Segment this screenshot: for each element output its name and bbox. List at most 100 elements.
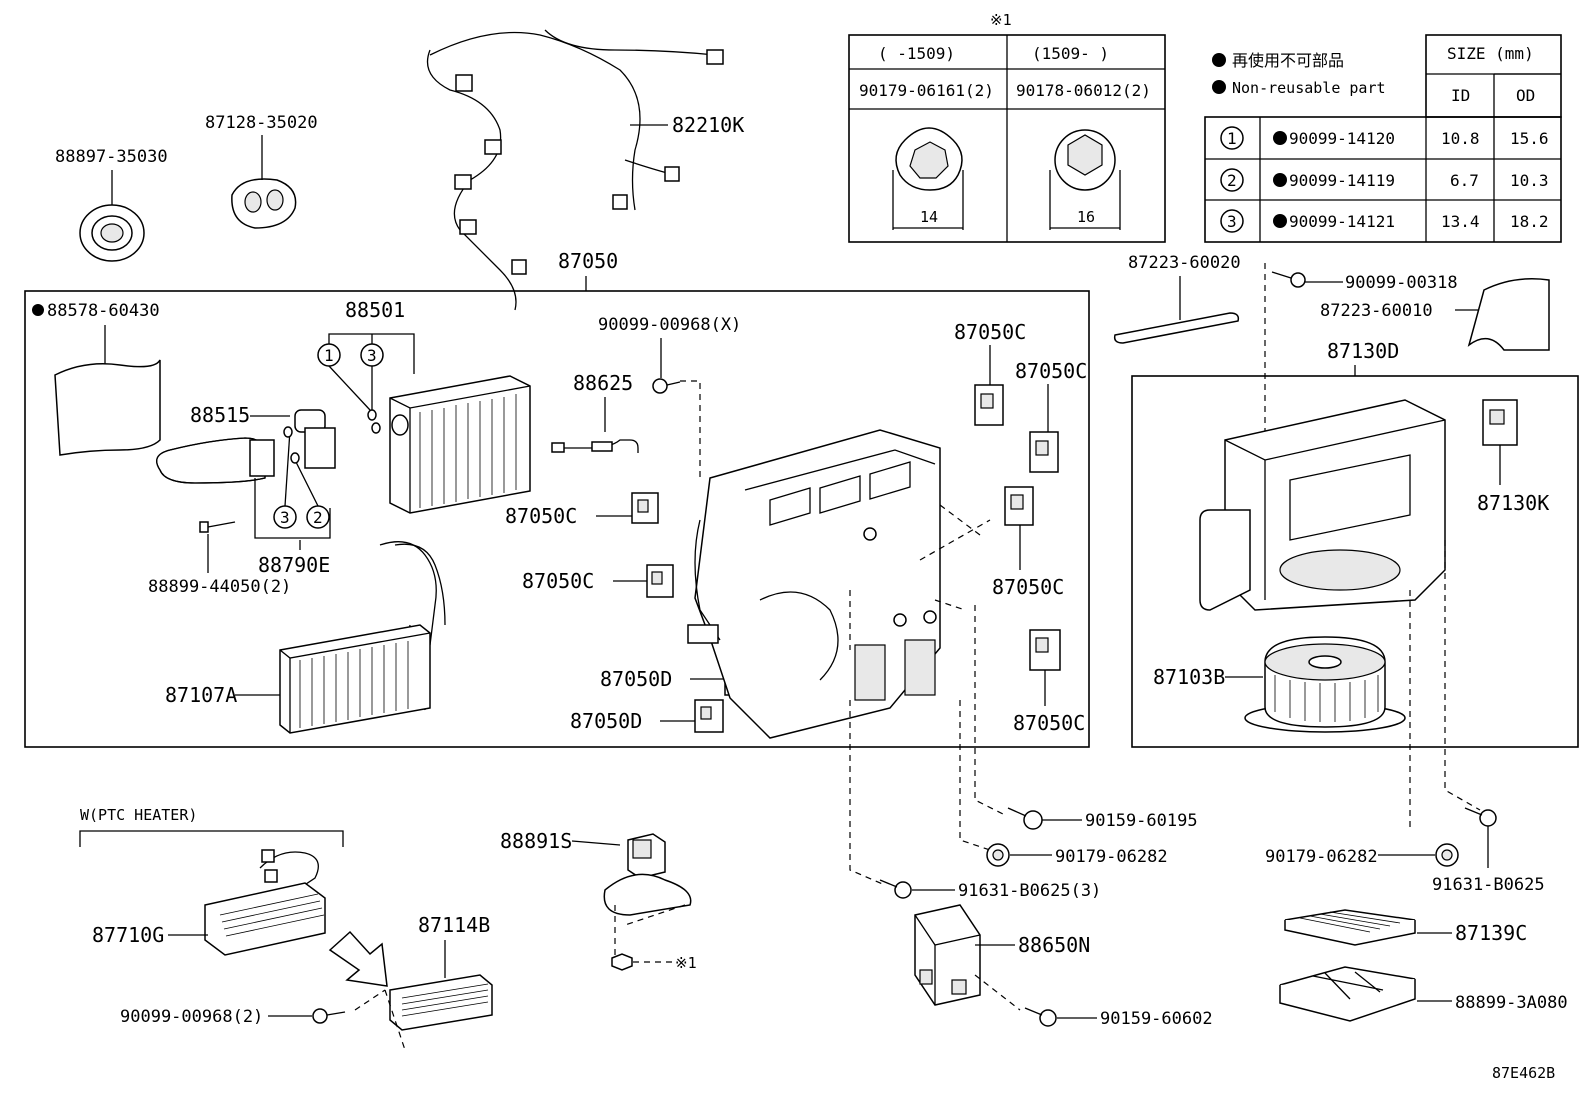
label-82210K[interactable]: 82210K bbox=[672, 113, 744, 137]
label-90159-60195[interactable]: 90159-60195 bbox=[1085, 811, 1198, 831]
label-87223-60020[interactable]: 87223-60020 bbox=[1128, 253, 1241, 273]
label-87050D-a[interactable]: 87050D bbox=[600, 667, 672, 691]
seal-87223-60020[interactable] bbox=[1113, 312, 1240, 344]
evaporator-88501[interactable] bbox=[389, 375, 531, 514]
label-87050C-e[interactable]: 87050C bbox=[992, 575, 1064, 599]
actuator-87130K[interactable] bbox=[1482, 399, 1518, 446]
seal-87223-60010[interactable] bbox=[1467, 278, 1550, 351]
size-row-2-no: 2 bbox=[1227, 171, 1237, 190]
blower-unit-87130D[interactable] bbox=[1199, 399, 1446, 611]
nut-col2-header: (1509- ) bbox=[1032, 44, 1109, 63]
label-90099-00968X[interactable]: 90099-00968(X) bbox=[598, 315, 741, 335]
nut-note-1[interactable] bbox=[611, 953, 633, 971]
label-87114B[interactable]: 87114B bbox=[418, 913, 490, 937]
label-88897[interactable]: 88897-35030 bbox=[55, 147, 168, 167]
actuator-87050C-e[interactable] bbox=[1004, 486, 1034, 526]
label-88501[interactable]: 88501 bbox=[345, 298, 405, 322]
screw-90159-60602[interactable] bbox=[1024, 1007, 1057, 1027]
id-header: ID bbox=[1451, 86, 1470, 105]
bolt-91631-B0625-3[interactable] bbox=[879, 879, 912, 899]
actuator-87050C-f[interactable] bbox=[1029, 629, 1061, 671]
nut-col2-part[interactable]: 90178-06012(2) bbox=[1016, 81, 1151, 100]
label-90179-06282-a[interactable]: 90179-06282 bbox=[1055, 847, 1168, 867]
ecu-88650N[interactable] bbox=[914, 904, 981, 1006]
label-87130K[interactable]: 87130K bbox=[1477, 491, 1549, 515]
label-91631-B0625[interactable]: 91631-B0625 bbox=[1432, 875, 1545, 895]
label-88515[interactable]: 88515 bbox=[190, 403, 250, 427]
actuator-87050C-c[interactable] bbox=[974, 384, 1004, 426]
screw-90099-00318[interactable] bbox=[1271, 271, 1306, 288]
filter-frame-88899-3A080[interactable] bbox=[1279, 966, 1416, 1022]
ptc-heater-87710G[interactable] bbox=[204, 849, 326, 956]
nut-col1-part[interactable]: 90179-06161(2) bbox=[859, 81, 994, 100]
label-87050C-d[interactable]: 87050C bbox=[1015, 359, 1087, 383]
size-row-3-part[interactable]: 90099-14121 bbox=[1289, 212, 1395, 231]
size-header: SIZE (mm) bbox=[1447, 44, 1534, 63]
label-87050C-f[interactable]: 87050C bbox=[1013, 711, 1085, 735]
size-row-1-part[interactable]: 90099-14120 bbox=[1289, 129, 1395, 148]
label-87050C-a[interactable]: 87050C bbox=[505, 504, 577, 528]
label-88578[interactable]: 88578-60430 bbox=[47, 301, 160, 321]
label-87050D-b[interactable]: 87050D bbox=[570, 709, 642, 733]
label-88650N[interactable]: 88650N bbox=[1018, 933, 1090, 957]
size-table bbox=[1204, 34, 1562, 243]
nut-table bbox=[848, 34, 1166, 243]
size-row-2-part[interactable]: 90099-14119 bbox=[1289, 171, 1395, 190]
label-87050C-b[interactable]: 87050C bbox=[522, 569, 594, 593]
label-88625[interactable]: 88625 bbox=[573, 371, 633, 395]
label-90179-06282-b[interactable]: 90179-06282 bbox=[1265, 847, 1378, 867]
size-row-3-id: 13.4 bbox=[1441, 212, 1480, 231]
bolt-91631-B0625[interactable] bbox=[1464, 807, 1497, 827]
label-87103B[interactable]: 87103B bbox=[1153, 665, 1225, 689]
heater-87114B[interactable] bbox=[389, 974, 493, 1031]
label-88899-3A080[interactable]: 88899-3A080 bbox=[1455, 993, 1568, 1013]
label-88891S[interactable]: 88891S bbox=[500, 829, 572, 853]
actuator-87050C-d[interactable] bbox=[1029, 431, 1059, 473]
bolt-88899-44050[interactable] bbox=[199, 521, 236, 573]
nut-table-title: ※1 bbox=[990, 11, 1012, 29]
size-row-1-od: 15.6 bbox=[1510, 129, 1549, 148]
replacement-arrow bbox=[328, 930, 388, 987]
pipe-block-88790E[interactable] bbox=[249, 439, 275, 477]
expansion-valve-88515[interactable] bbox=[294, 409, 336, 469]
label-90099-00318[interactable]: 90099-00318 bbox=[1345, 273, 1458, 293]
label-87050[interactable]: 87050 bbox=[558, 249, 618, 273]
ptc-heater-title: W(PTC HEATER) bbox=[80, 806, 197, 824]
nut-90179-06282-a[interactable] bbox=[986, 843, 1010, 867]
filter-88578[interactable] bbox=[54, 359, 161, 456]
label-87130D[interactable]: 87130D bbox=[1327, 339, 1399, 363]
label-90099-00968-2[interactable]: 90099-00968(2) bbox=[120, 1007, 263, 1027]
label-90159-60602[interactable]: 90159-60602 bbox=[1100, 1009, 1213, 1029]
label-87107A[interactable]: 87107A bbox=[165, 683, 237, 707]
nut-90179-06282-b[interactable] bbox=[1435, 843, 1459, 867]
actuator-87050D-b[interactable] bbox=[694, 699, 724, 733]
filter-87139C[interactable] bbox=[1284, 909, 1416, 946]
bolt-90159-60195[interactable] bbox=[1007, 807, 1043, 830]
size-row-3-no: 3 bbox=[1227, 212, 1237, 231]
grommet-88897[interactable] bbox=[79, 170, 145, 262]
label-87128[interactable]: 87128-35020 bbox=[205, 113, 318, 133]
hvac-housing-87050[interactable] bbox=[687, 429, 941, 739]
label-91631-B0625-3[interactable]: 91631-B0625(3) bbox=[958, 881, 1101, 901]
legend-jp: 再使用不可部品 bbox=[1232, 51, 1344, 70]
svg-text:1: 1 bbox=[324, 346, 334, 365]
svg-text:3: 3 bbox=[367, 346, 377, 365]
sensor-88625[interactable] bbox=[551, 439, 639, 453]
actuator-87050C-a[interactable] bbox=[631, 492, 659, 524]
label-87710G[interactable]: 87710G bbox=[92, 923, 164, 947]
grommet-87128[interactable] bbox=[231, 135, 297, 229]
label-87139C[interactable]: 87139C bbox=[1455, 921, 1527, 945]
wire-harness-82210K[interactable] bbox=[426, 29, 724, 311]
mount-88891S[interactable] bbox=[603, 833, 692, 916]
actuator-87050C-b[interactable] bbox=[646, 564, 674, 598]
blower-motor-87103B[interactable] bbox=[1244, 636, 1406, 733]
label-88899-44050[interactable]: 88899-44050(2) bbox=[148, 577, 291, 597]
label-87050C-c[interactable]: 87050C bbox=[954, 320, 1026, 344]
nut-col2-size: 16 bbox=[1077, 208, 1095, 226]
screw-90099-00968X[interactable] bbox=[652, 378, 681, 394]
label-88790E[interactable]: 88790E bbox=[258, 553, 330, 577]
label-87223-60010[interactable]: 87223-60010 bbox=[1320, 301, 1433, 321]
heater-core-87107A[interactable] bbox=[279, 541, 446, 734]
screw-90099-00968-2[interactable] bbox=[312, 1008, 346, 1024]
